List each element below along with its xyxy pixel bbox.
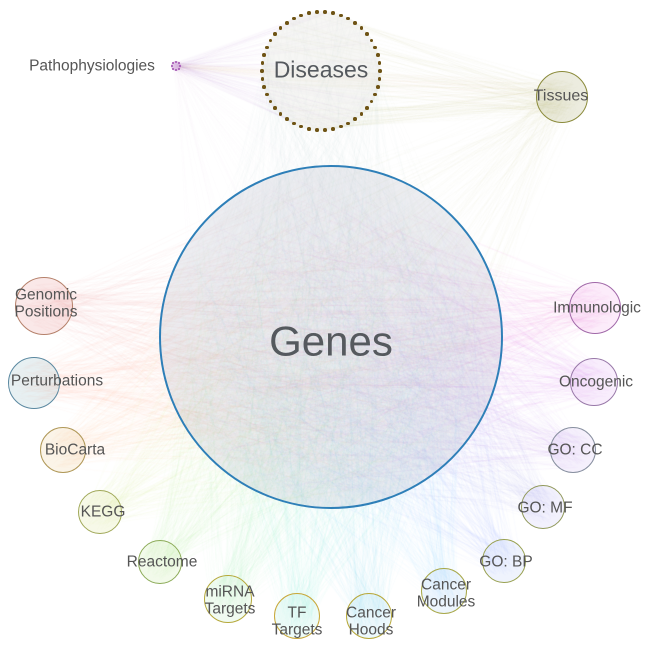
- ring-dot: [178, 64, 182, 68]
- ring-dot: [323, 10, 327, 14]
- ring-dot: [260, 61, 265, 65]
- ring-dot: [171, 61, 175, 65]
- ring-dot: [346, 16, 350, 21]
- node-oncogenic[interactable]: [570, 358, 618, 406]
- ring-dot: [369, 38, 374, 43]
- ring-dot: [331, 127, 335, 131]
- ring-dot: [377, 61, 382, 65]
- ring-dot: [365, 32, 369, 36]
- ring-dot: [353, 21, 357, 25]
- ring-dot: [273, 106, 277, 110]
- ring-dot: [339, 13, 343, 18]
- ring-dot: [278, 26, 283, 30]
- ring-dot: [177, 67, 181, 71]
- node-reactome[interactable]: [138, 540, 182, 584]
- ring-dot: [373, 92, 377, 97]
- ring-dot: [260, 69, 264, 73]
- node-go_mf[interactable]: [521, 485, 565, 529]
- node-cancer_modules[interactable]: [421, 568, 467, 614]
- ring-dot: [359, 112, 364, 116]
- ring-dot: [299, 13, 303, 18]
- ring-dot: [299, 124, 303, 129]
- ring-dot: [315, 128, 319, 132]
- ring-dot: [174, 60, 178, 64]
- ring-dot: [170, 64, 174, 68]
- ring-dot: [268, 99, 273, 104]
- node-tf_targets[interactable]: [274, 593, 320, 639]
- ring-dot: [174, 68, 178, 72]
- node-biocarta[interactable]: [40, 427, 86, 473]
- node-go_cc[interactable]: [550, 427, 596, 473]
- node-diseases[interactable]: [260, 10, 382, 132]
- node-immunologic[interactable]: [569, 282, 621, 334]
- ring-dot: [378, 69, 382, 73]
- ring-dot: [292, 16, 296, 21]
- node-tissues[interactable]: [536, 71, 588, 123]
- node-cancer_hoods[interactable]: [346, 593, 392, 639]
- ring-dot: [373, 45, 377, 50]
- ring-dot: [369, 99, 374, 104]
- ring-dot: [265, 45, 269, 50]
- ring-dot: [177, 61, 181, 65]
- ring-dot: [260, 77, 265, 81]
- node-genomic_positions[interactable]: [15, 277, 73, 335]
- ring-dot: [346, 121, 350, 126]
- ring-dot: [376, 85, 380, 89]
- node-genes[interactable]: [159, 165, 503, 509]
- ring-dot: [307, 11, 311, 15]
- ring-dot: [353, 117, 357, 121]
- ring-dot: [285, 117, 289, 121]
- ring-dot: [292, 121, 296, 126]
- ring-dot: [339, 124, 343, 129]
- node-go_bp[interactable]: [482, 539, 526, 583]
- ring-dot: [278, 112, 283, 116]
- node-mirna_targets[interactable]: [204, 575, 252, 623]
- ring-dot: [171, 67, 175, 71]
- node-kegg[interactable]: [78, 490, 122, 534]
- ring-dot: [285, 21, 289, 25]
- ring-dot: [377, 77, 382, 81]
- ring-dot: [268, 38, 273, 43]
- ring-dot: [323, 128, 327, 132]
- ring-dot: [262, 85, 266, 89]
- node-pathophysiologies[interactable]: [170, 60, 182, 72]
- ring-dot: [359, 26, 364, 30]
- ring-dot: [376, 53, 380, 57]
- node-perturbations[interactable]: [8, 357, 60, 409]
- ring-dot: [307, 127, 311, 131]
- ring-dot: [315, 10, 319, 14]
- ring-dot: [265, 92, 269, 97]
- ring-dot: [365, 106, 369, 110]
- ring-dot: [262, 53, 266, 57]
- ring-dot: [331, 11, 335, 15]
- ring-dot: [273, 32, 277, 36]
